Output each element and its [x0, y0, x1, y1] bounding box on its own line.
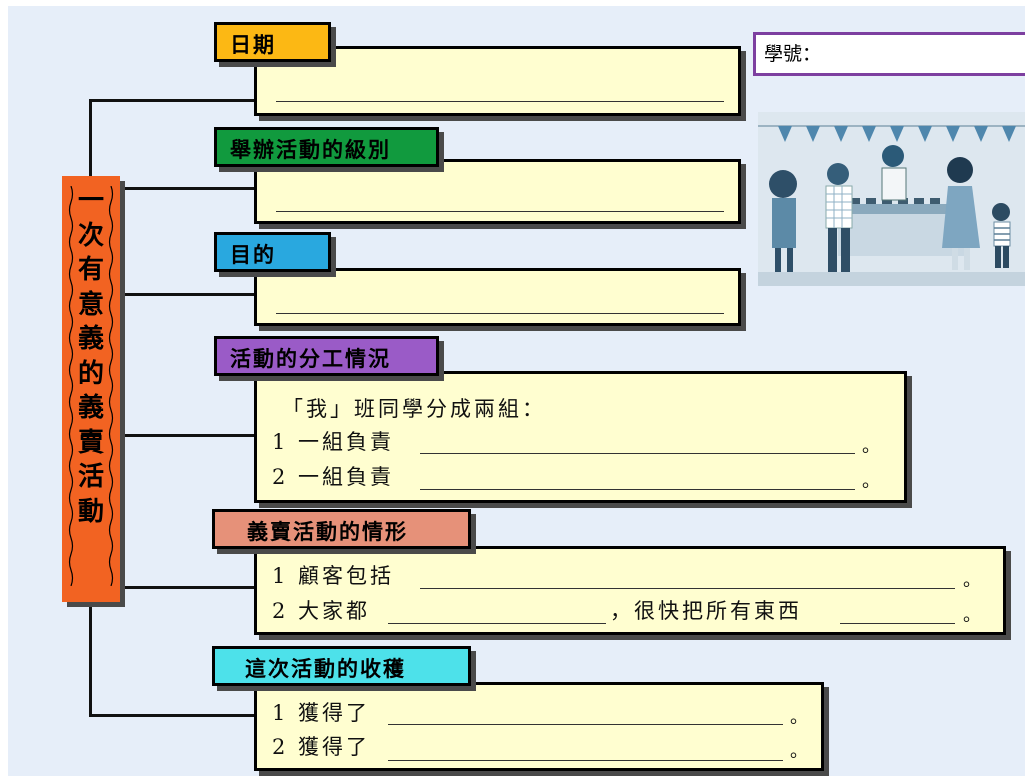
- sale-line-2-mid: ，很快把所有東西: [610, 599, 802, 623]
- sale-answer-box: [254, 546, 1006, 635]
- gain-answer-box: [254, 682, 824, 771]
- wavy-border-icon: [68, 186, 74, 586]
- gain-line-2-label: 2 獲得了: [272, 735, 371, 759]
- title-char: 次: [77, 220, 104, 251]
- period: 。: [963, 570, 981, 591]
- tree-connector: [122, 586, 257, 589]
- tree-connector: [122, 293, 257, 296]
- title-char: 有: [77, 255, 104, 285]
- title-char: 活: [77, 462, 104, 492]
- section-label-gain: 這次活動的收穫: [212, 646, 471, 686]
- answer-line[interactable]: [276, 313, 724, 314]
- period: 。: [790, 707, 808, 728]
- section-label-division: 活動的分工情況: [214, 336, 439, 376]
- purpose-answer-box[interactable]: [254, 268, 741, 326]
- title-char: 一: [77, 186, 104, 216]
- date-answer-box[interactable]: [254, 46, 741, 116]
- division-line-2-label: 2 一組負責: [272, 465, 395, 489]
- tree-connector: [89, 99, 92, 177]
- division-line-1-label: 1 一組負責: [272, 430, 395, 454]
- period: 。: [862, 436, 880, 457]
- tree-connector: [89, 602, 92, 717]
- title-char: 意: [77, 289, 104, 320]
- section-label-date: 日期: [214, 22, 331, 62]
- title-char: 動: [77, 496, 104, 527]
- answer-line[interactable]: [420, 453, 855, 454]
- period: 。: [790, 741, 808, 762]
- main-title-bar: 一次有意義的義賣活動: [62, 176, 120, 602]
- section-label-sale: 義賣活動的情形: [212, 509, 471, 549]
- tree-connector: [89, 714, 257, 717]
- title-char: 義: [77, 324, 104, 354]
- answer-line[interactable]: [276, 211, 724, 212]
- student-id-field[interactable]: 學號：: [753, 32, 1025, 76]
- charity-sale-illustration-icon: [758, 112, 1025, 286]
- answer-line[interactable]: [388, 724, 783, 725]
- answer-line[interactable]: [388, 623, 606, 624]
- period: 。: [963, 605, 981, 626]
- answer-line[interactable]: [840, 623, 955, 624]
- wavy-border-icon: [108, 186, 114, 586]
- sale-line-1-label: 1 顧客包括: [272, 564, 395, 588]
- section-label-purpose: 目的: [214, 232, 331, 272]
- tree-connector: [89, 99, 257, 102]
- answer-line[interactable]: [388, 760, 783, 761]
- answer-line[interactable]: [420, 588, 955, 589]
- title-char: 義: [77, 393, 104, 423]
- tree-connector: [122, 187, 257, 190]
- division-intro: 「我」班同學分成兩組：: [282, 397, 546, 421]
- tree-connector: [122, 434, 257, 437]
- answer-line[interactable]: [276, 101, 724, 102]
- title-char: 的: [77, 358, 104, 389]
- section-label-level: 舉辦活動的級別: [214, 127, 439, 167]
- main-title: 一次有意義的義賣活動: [62, 184, 120, 529]
- gain-line-1-label: 1 獲得了: [272, 701, 371, 725]
- sale-line-2-label: 2 大家都: [272, 599, 371, 623]
- charity-sale-illustration: [758, 112, 1025, 286]
- division-answer-box: [254, 371, 907, 503]
- answer-line[interactable]: [420, 489, 855, 490]
- title-char: 賣: [77, 427, 104, 458]
- period: 。: [862, 471, 880, 492]
- level-answer-box[interactable]: [254, 159, 741, 224]
